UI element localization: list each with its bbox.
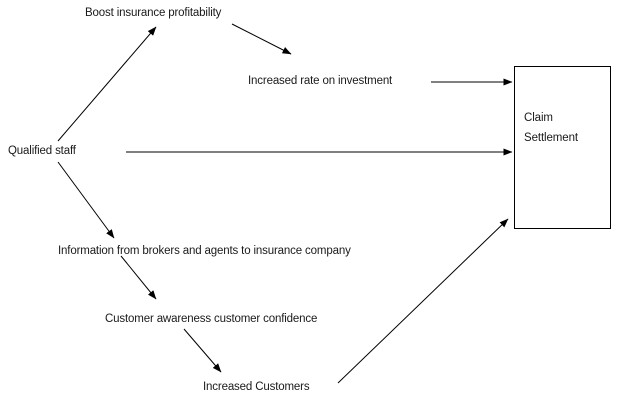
node-qualified-staff: Qualified staff	[8, 145, 76, 157]
edge-qualified-staff-to-information	[57, 161, 115, 239]
edge-boost-to-increased-rate	[231, 23, 292, 55]
node-information-from-brokers: Information from brokers and agents to i…	[58, 245, 351, 257]
node-boost-insurance-profitability: Boost insurance profitability	[85, 7, 222, 19]
edge-information-to-customer-awareness	[120, 255, 157, 300]
node-increased-customers: Increased Customers	[203, 381, 310, 393]
node-increased-rate-on-investment: Increased rate on investment	[248, 75, 393, 87]
claim-settlement-line-1: Claim	[524, 112, 553, 124]
node-claim-settlement-label: Claim Settlement	[524, 108, 578, 148]
node-claim-settlement-box	[514, 66, 611, 229]
edge-qualified-staff-to-boost	[57, 26, 157, 142]
edge-customer-awareness-to-increased-customers	[183, 328, 222, 373]
claim-settlement-line-2: Settlement	[524, 132, 578, 144]
node-customer-awareness: Customer awareness customer confidence	[105, 313, 318, 325]
edge-increased-customers-to-claim-settlement	[337, 218, 509, 384]
